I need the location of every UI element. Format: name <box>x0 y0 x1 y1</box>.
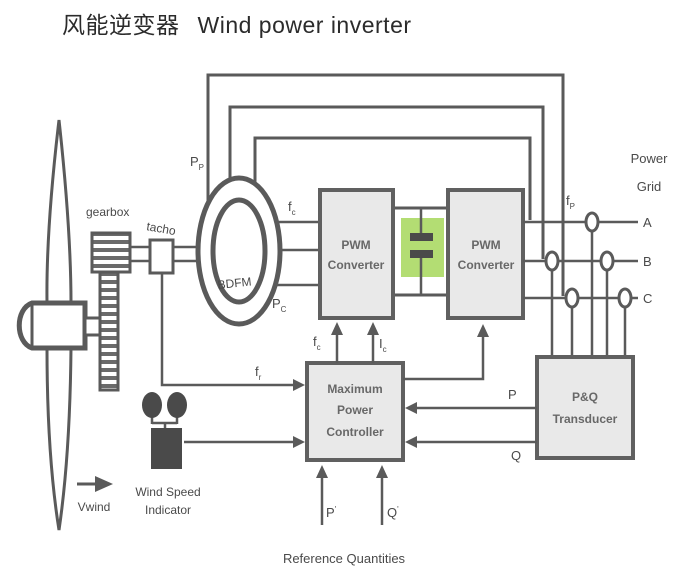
reference-quantities-label: Reference Quantities <box>283 551 406 566</box>
fc-ref-label: fc <box>313 334 321 352</box>
p-ref-label: P' <box>326 505 337 520</box>
turbine-blade-upper <box>45 119 73 305</box>
fc-stator-label: fc <box>288 199 296 217</box>
svg-text:Converter: Converter <box>458 258 515 272</box>
control-winding-wires: fc <box>275 199 320 287</box>
current-sensor-c1 <box>564 287 580 309</box>
bdfm-generator: BDFM PP PC <box>190 154 287 327</box>
tacho-label: tacho <box>145 219 177 238</box>
wind-speed-label-2: Indicator <box>145 503 191 517</box>
phase-b-label: B <box>643 254 652 269</box>
pwm-converter-1: PWM Converter <box>318 188 395 320</box>
tachometer: tacho <box>145 219 177 275</box>
svg-text:Controller: Controller <box>326 425 384 439</box>
gearbox-label: gearbox <box>86 205 129 219</box>
fr-label: fr <box>255 364 262 382</box>
title-english: Wind power inverter <box>197 12 412 38</box>
vwind-arrow: Vwind <box>77 476 113 514</box>
turbine-blade-lower <box>45 346 73 531</box>
svg-text:P&Q: P&Q <box>572 390 598 404</box>
dc-capacitor-highlight <box>401 218 444 277</box>
p-signal-label: P <box>508 387 517 402</box>
grid-lines: fP Power Grid A B C <box>523 151 668 357</box>
current-sensor-b2 <box>599 250 615 272</box>
vwind-label: Vwind <box>78 500 111 514</box>
controller-signals: fc Ic fr P Q P' Q' Refere <box>160 273 537 566</box>
gearbox: gearbox <box>86 205 132 392</box>
svg-text:PWM: PWM <box>341 238 370 252</box>
svg-text:Converter: Converter <box>328 258 385 272</box>
q-signal-label: Q <box>511 448 521 463</box>
wind-turbine <box>16 119 103 531</box>
svg-text:Power: Power <box>337 403 373 417</box>
pc-label: PC <box>272 296 287 314</box>
turbine-nacelle <box>16 300 88 351</box>
phase-c-label: C <box>643 291 652 306</box>
tacho-box <box>148 238 175 275</box>
wind-speed-label-1: Wind Speed <box>135 485 200 499</box>
capacitor-plate-top <box>410 233 433 241</box>
fp-label: fP <box>566 193 575 211</box>
svg-text:Maximum: Maximum <box>327 382 382 396</box>
power-grid-label-1: Power <box>631 151 669 166</box>
current-sensor-c2 <box>617 287 633 309</box>
power-grid-label-2: Grid <box>637 179 662 194</box>
current-sensor-a <box>584 211 600 233</box>
q-ref-label: Q' <box>387 505 399 520</box>
anemometer-cup-left <box>142 392 162 418</box>
current-sensor-b1 <box>544 250 560 272</box>
ic-ref-label: Ic <box>379 336 387 354</box>
dc-link <box>393 206 448 297</box>
drive-shaft <box>130 245 200 263</box>
phase-a-label: A <box>643 215 652 230</box>
pq-transducer: P&Q Transducer <box>535 355 635 460</box>
page-title: 风能逆变器 Wind power inverter <box>62 6 412 40</box>
svg-text:PWM: PWM <box>471 238 500 252</box>
maximum-power-controller: Maximum Power Controller <box>305 361 405 462</box>
gearbox-block <box>90 231 132 274</box>
anemometer-body <box>151 428 182 469</box>
pwm-converter-2: PWM Converter <box>446 188 525 320</box>
gearbox-column <box>98 270 120 392</box>
capacitor-plate-bottom <box>410 250 433 258</box>
svg-text:Transducer: Transducer <box>553 412 618 426</box>
title-chinese: 风能逆变器 <box>62 12 180 38</box>
bdfm-label: BDFM <box>217 275 252 292</box>
pp-label: PP <box>190 154 204 172</box>
anemometer-cup-right <box>167 392 187 418</box>
stator-feedback-wires <box>206 73 565 296</box>
wind-speed-indicator: Wind Speed Indicator <box>135 392 201 517</box>
